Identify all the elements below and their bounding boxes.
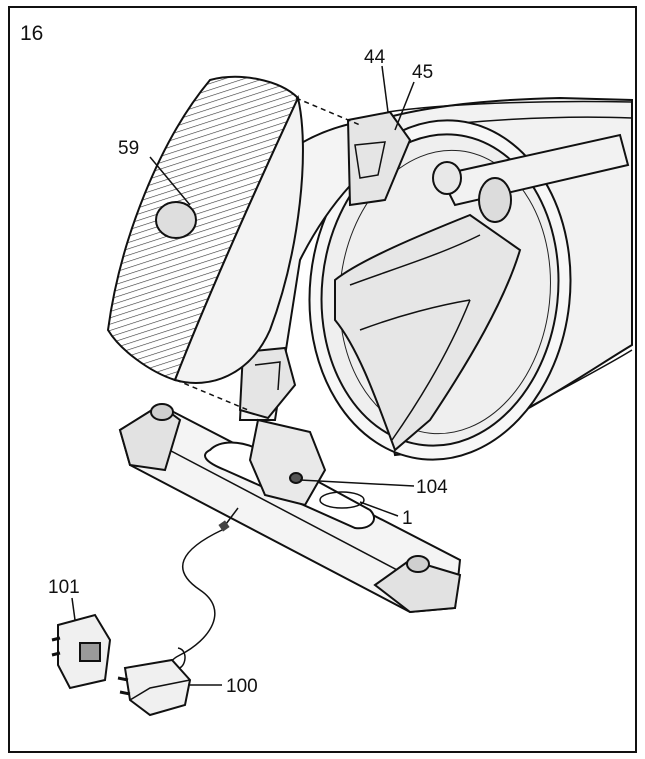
- front-shroud: [106, 75, 304, 384]
- adapter-101: [51, 613, 112, 690]
- base-stabilizer: [118, 403, 462, 614]
- callout-104: 104: [416, 477, 448, 498]
- callout-1: 1: [402, 508, 413, 529]
- leader-lines: [71, 65, 415, 686]
- callout-45: 45: [412, 62, 433, 83]
- callout-labels: 44 45 59 104 1 101 100: [48, 47, 448, 697]
- callout-59: 59: [118, 138, 139, 159]
- callout-101: 101: [48, 577, 80, 598]
- power-supply-100: [117, 658, 192, 717]
- step-number: 16: [20, 22, 43, 45]
- callout-44: 44: [364, 47, 386, 68]
- power-cord: [170, 507, 239, 670]
- crank-arm: [432, 133, 630, 223]
- alignment-lines: [175, 97, 361, 411]
- callout-100: 100: [226, 676, 258, 697]
